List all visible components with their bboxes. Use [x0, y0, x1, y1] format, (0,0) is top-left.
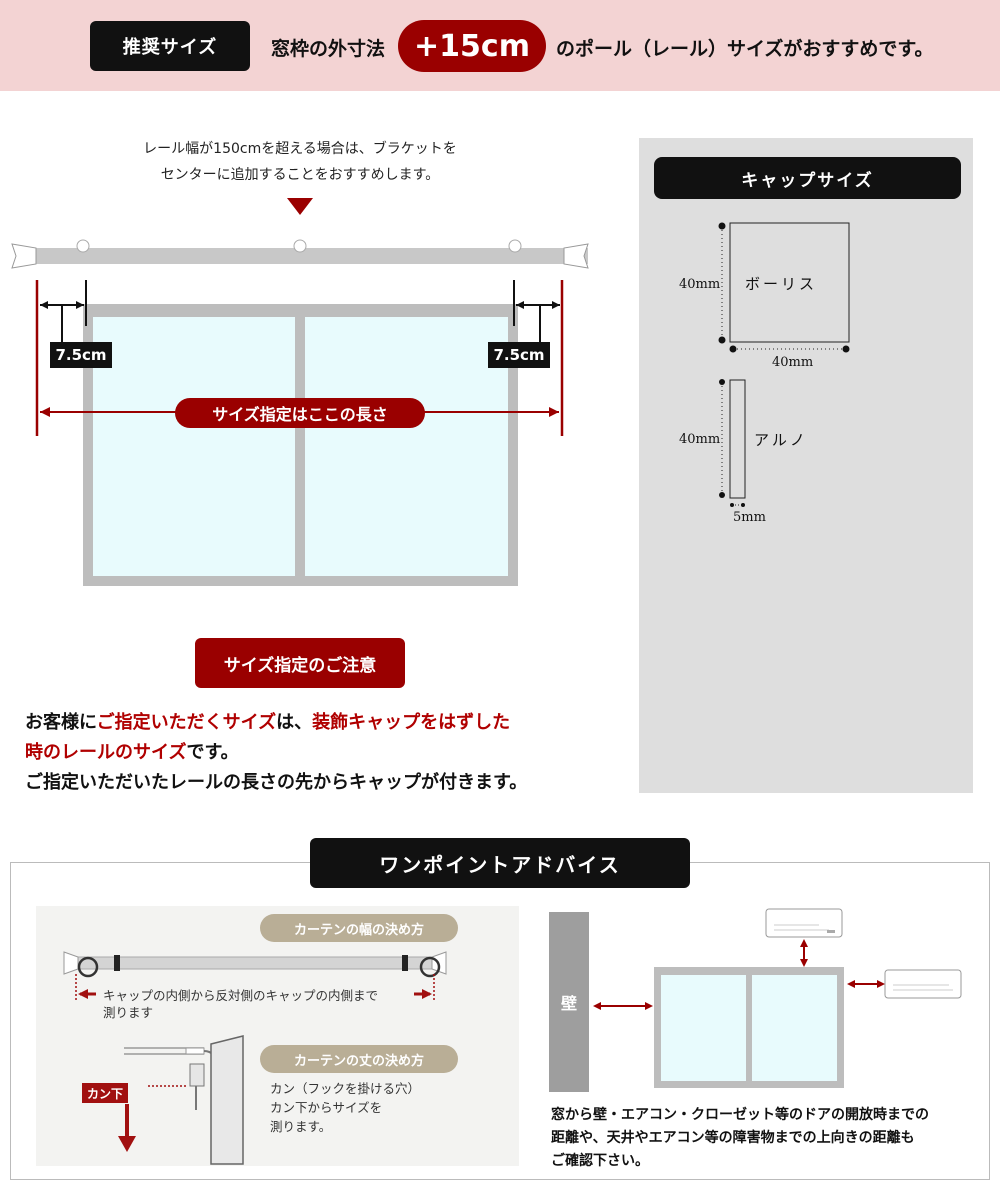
recommend-tag: 推奨サイズ	[90, 21, 250, 71]
clearance-note: 窓から壁・エアコン・クローゼット等のドアの開放時までの 距離や、天井やエアコン等…	[551, 1104, 981, 1173]
caution-p2b: です。	[186, 742, 239, 763]
bracket-right-icon	[508, 239, 522, 253]
right-offset-label: 7.5cm	[488, 342, 550, 368]
clearance-diagram	[593, 908, 962, 1088]
length-desc-line3: 測ります。	[270, 1119, 332, 1134]
window-glass-right	[305, 317, 508, 576]
bracket-note-line2: センターに追加することをおすすめします。	[160, 167, 440, 183]
curtain-measure-diagram	[63, 951, 447, 1165]
caution-p1a: お客様に	[25, 712, 97, 733]
boris-height: 40mm	[679, 277, 721, 292]
rod-cap-left-icon	[63, 951, 79, 975]
banner-text-after: のポール（レール）サイズがおすすめです。	[556, 38, 934, 60]
clearance-note-line2: 距離や、天井やエアコン等の障害物までの上向きの距離も	[551, 1130, 915, 1146]
rail-window-diagram	[11, 198, 589, 586]
wall-block: 壁	[549, 912, 589, 1092]
width-desc-line2: 測ります	[103, 1005, 154, 1020]
boris-cap-shape	[729, 222, 850, 343]
caution-p1d: 装飾キャップをはずした	[312, 712, 511, 733]
bracket-note: レール幅が150cmを超える場合は、ブラケットを センターに追加することをおすす…	[60, 136, 540, 188]
caution-p3: ご指定いただいたレールの長さの先からキャップが付きます。	[25, 772, 528, 793]
aircon-right-icon	[884, 969, 962, 999]
aruno-cap-shape	[729, 379, 746, 499]
advice-title: ワンポイントアドバイス	[310, 838, 690, 888]
window-glass-left	[93, 317, 295, 576]
boris-width: 40mm	[772, 355, 814, 370]
cap-size-panel	[639, 138, 973, 793]
right-cap-icon	[563, 243, 589, 269]
length-desc-line1: カン（フックを掛ける穴）	[270, 1081, 421, 1096]
caution-p1b: ご指定いただくサイズ	[96, 712, 277, 733]
bracket-note-line1: レール幅が150cmを超える場合は、ブラケットを	[143, 141, 457, 157]
aruno-name: アルノ	[754, 431, 808, 449]
aruno-height: 40mm	[679, 432, 721, 447]
caution-text: お客様にご指定いただくサイズは、装飾キャップをはずした 時のレールのサイズです。…	[25, 708, 625, 798]
length-desc-line2: カン下からサイズを	[270, 1100, 383, 1115]
boris-name: ボーリス	[745, 275, 818, 293]
cap-size-diagram	[718, 222, 850, 507]
curtain-measure-panel	[36, 906, 519, 1166]
aruno-width: 5mm	[733, 510, 766, 525]
ring-right-icon	[419, 956, 441, 978]
clearance-note-line1: 窓から壁・エアコン・クローゼット等のドアの開放時までの	[551, 1107, 929, 1123]
bracket-center-icon	[293, 239, 307, 253]
size-spec-label: サイズ指定はここの長さ	[175, 398, 425, 428]
left-offset-label: 7.5cm	[50, 342, 112, 368]
caution-label: サイズ指定のご注意	[195, 638, 405, 688]
caution-p1c: は、	[276, 712, 313, 733]
bracket-left-icon	[76, 239, 90, 253]
caution-p2a: 時のレールのサイズ	[25, 742, 187, 763]
cap-size-title: キャップサイズ	[654, 157, 961, 199]
width-desc: キャップの内側から反対側のキャップの内側まで 測ります	[103, 987, 378, 1021]
arrow-right-icon	[549, 407, 559, 417]
length-desc: カン（フックを掛ける穴） カン下からサイズを 測ります。	[270, 1079, 420, 1136]
ring-left-icon	[77, 956, 99, 978]
kan-shita-label: カン下	[82, 1083, 128, 1103]
arrow-left-icon	[40, 407, 50, 417]
rail-bar	[34, 248, 588, 264]
length-title: カーテンの丈の決め方	[260, 1045, 458, 1073]
width-title: カーテンの幅の決め方	[260, 914, 458, 942]
plus-15cm-badge: +15cm	[398, 20, 546, 72]
down-arrow-icon	[287, 198, 313, 215]
down-measure-arrow-icon	[118, 1136, 136, 1152]
curtain-rod	[75, 956, 435, 970]
left-cap-icon	[11, 243, 37, 269]
banner-text-before: 窓枠の外寸法	[271, 38, 386, 60]
width-desc-line1: キャップの内側から反対側のキャップの内側まで	[103, 988, 379, 1003]
clearance-note-line3: ご確認下さい。	[551, 1153, 649, 1169]
